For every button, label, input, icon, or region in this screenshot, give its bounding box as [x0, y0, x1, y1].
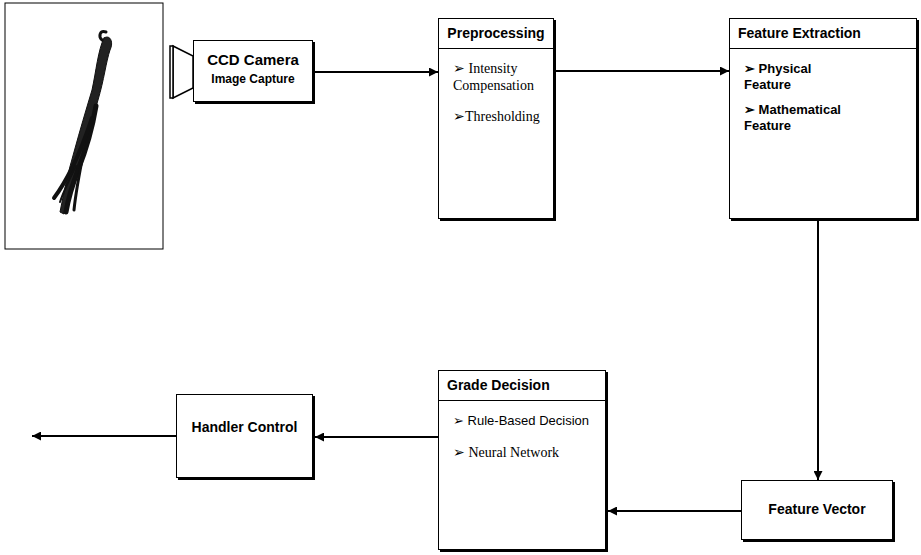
- ginseng-root: [54, 32, 112, 214]
- flow-arrow: [817, 221, 819, 480]
- box-title: Feature Extraction: [730, 19, 916, 49]
- box-item: ➢ Mathematical Feature: [730, 94, 916, 135]
- box-item: ➢ Neural Network: [439, 431, 605, 464]
- box-item: ➢ Physical Feature: [730, 49, 916, 94]
- box-item: Image Capture: [194, 70, 312, 96]
- flow-arrow: [608, 510, 741, 512]
- data-box: Feature Vector: [741, 480, 893, 540]
- flow-arrow: [556, 70, 729, 72]
- box-item: ➢Thresholding: [439, 97, 553, 128]
- box-item: ➢ Rule-Based Decision: [439, 401, 605, 431]
- decision-box: Grade Decision➢ Rule-Based Decision➢ Neu…: [438, 370, 606, 550]
- image-frame: [5, 3, 163, 249]
- process-box: Handler Control: [176, 394, 313, 478]
- flow-arrow: [315, 71, 438, 73]
- box-item: ➢ Intensity Compensation: [439, 49, 553, 97]
- camera-lens: [170, 46, 193, 98]
- box-title: Handler Control: [177, 395, 312, 459]
- flow-arrow: [315, 436, 438, 438]
- process-box: Preprocessing➢ Intensity Compensation➢Th…: [438, 18, 554, 219]
- output-arrow: [32, 435, 176, 437]
- process-box: CCD CameraImage Capture: [193, 40, 313, 102]
- box-title: Feature Vector: [742, 481, 892, 537]
- process-box: Feature Extraction➢ Physical Feature➢ Ma…: [729, 18, 917, 219]
- box-title: CCD Camera: [194, 41, 312, 70]
- box-title: Grade Decision: [439, 371, 605, 401]
- box-title: Preprocessing: [439, 19, 553, 49]
